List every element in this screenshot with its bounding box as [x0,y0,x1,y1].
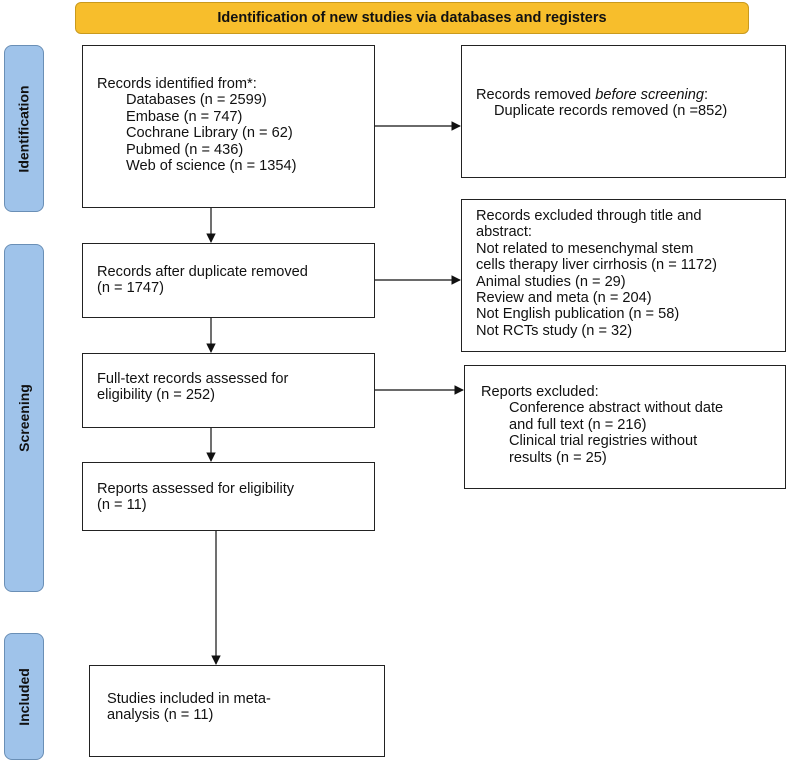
header-title: Identification of new studies via databa… [217,10,607,26]
records-removed-title: Records removed before screening: [476,87,709,103]
excluded-not-related-cont: cells therapy liver cirrhosis (n = 1172) [476,257,718,274]
records-removed-box: Records removed before screening: Duplic… [461,45,786,178]
reports-excluded-box: Reports excluded: Conference abstract wi… [464,365,786,489]
web-of-science-count: Web of science (n = 1354) [126,158,297,175]
records-excluded-title: Records excluded through title and [476,208,702,224]
embase-count: Embase (n = 747) [126,108,243,125]
studies-included-box: Studies included in meta- analysis (n = … [89,665,385,757]
cochrane-count: Cochrane Library (n = 62) [126,125,293,142]
databases-count: Databases (n = 2599) [126,92,267,109]
reports-excluded-title: Reports excluded: [481,384,599,400]
fulltext-assessed-count: eligibility (n = 252) [97,387,216,404]
phase-screening: Screening [4,244,44,592]
studies-included-label: Studies included in meta- [107,691,271,707]
records-after-duplicate-box: Records after duplicate removed (n = 174… [82,243,375,318]
phase-identification: Identification [4,45,44,212]
fulltext-assessed-label: Full-text records assessed for [97,371,289,387]
duplicate-records-removed: Duplicate records removed (n =852) [494,103,728,120]
reports-assessed-label: Reports assessed for eligibility [97,481,295,497]
records-excluded-box: Records excluded through title and abstr… [461,199,786,352]
pubmed-count: Pubmed (n = 436) [126,141,244,158]
excluded-not-english: Not English publication (n = 58) [476,306,680,323]
excluded-conference-abstract-cont: and full text (n = 216) [509,416,647,433]
records-identified-title: Records identified from*: [97,76,257,92]
fulltext-assessed-box: Full-text records assessed for eligibili… [82,353,375,428]
excluded-conference-abstract: Conference abstract without date [509,400,724,417]
studies-included-count: analysis (n = 11) [107,707,214,724]
excluded-not-related: Not related to mesenchymal stem [476,240,694,257]
records-after-duplicate-label: Records after duplicate removed [97,264,308,280]
reports-assessed-count: (n = 11) [97,497,147,514]
header-banner: Identification of new studies via databa… [75,2,749,34]
excluded-trial-registries-cont: results (n = 25) [509,449,607,466]
phase-included: Included [4,633,44,760]
excluded-not-rct: Not RCTs study (n = 32) [476,322,633,339]
excluded-trial-registries: Clinical trial registries without [509,433,698,450]
records-after-duplicate-count: (n = 1747) [97,280,164,297]
excluded-review-meta: Review and meta (n = 204) [476,290,652,307]
excluded-animal-studies: Animal studies (n = 29) [476,273,626,290]
records-excluded-title-cont: abstract: [476,224,532,241]
records-identified-box: Records identified from*: Databases (n =… [82,45,375,208]
reports-assessed-box: Reports assessed for eligibility (n = 11… [82,462,375,531]
